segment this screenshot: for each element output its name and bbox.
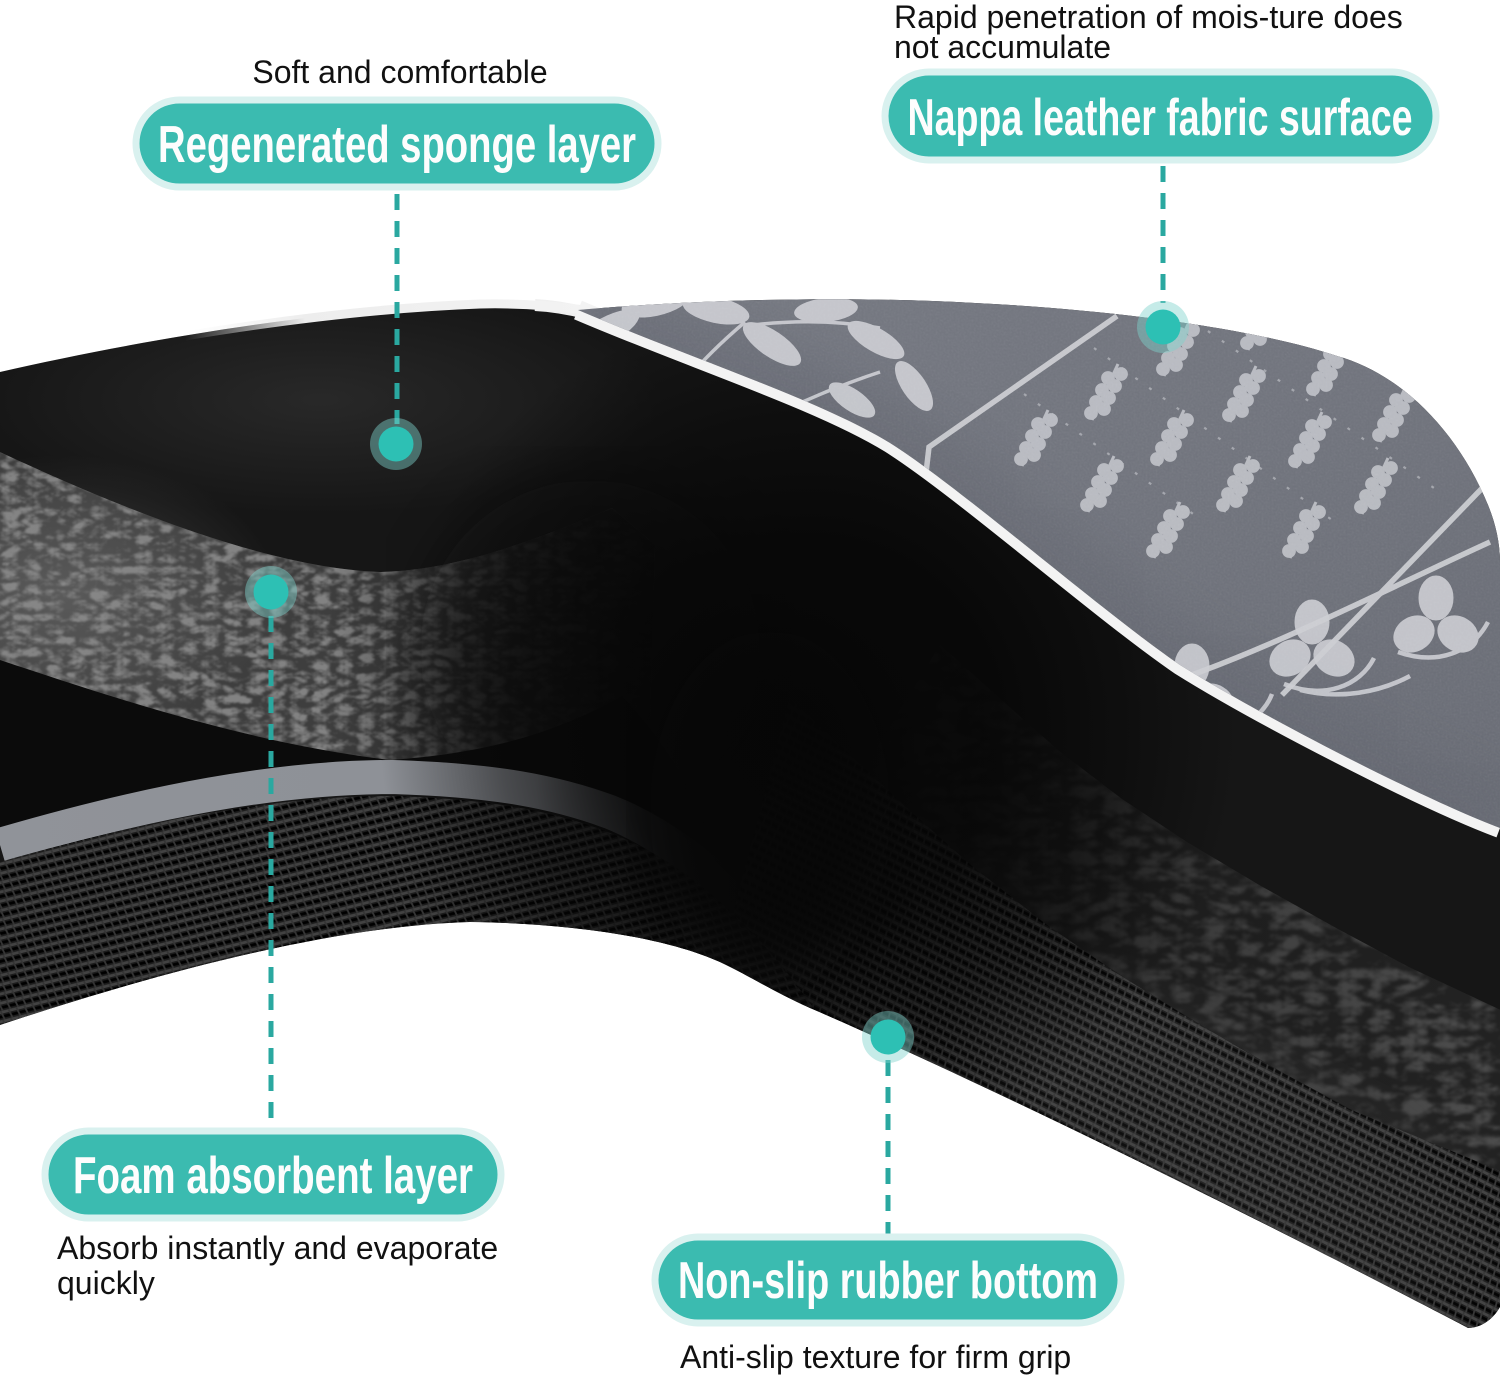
svg-text:Regenerated sponge layer: Regenerated sponge layer (158, 116, 636, 174)
svg-text:Nappa leather fabric surface: Nappa leather fabric surface (908, 89, 1413, 147)
svg-text:Foam absorbent layer: Foam absorbent layer (73, 1147, 473, 1205)
svg-text:quickly: quickly (57, 1265, 155, 1301)
svg-text:Non-slip rubber bottom: Non-slip rubber bottom (678, 1252, 1098, 1310)
svg-text:Anti-slip texture for firm gri: Anti-slip texture for firm grip (680, 1339, 1071, 1375)
svg-text:Soft and comfortable: Soft and comfortable (252, 54, 547, 90)
svg-text:Rapid penetration of mois-ture: Rapid penetration of mois-ture does (894, 0, 1403, 35)
svg-text:not accumulate: not accumulate (894, 29, 1111, 65)
svg-text:Absorb instantly and evaporate: Absorb instantly and evaporate (57, 1230, 498, 1266)
